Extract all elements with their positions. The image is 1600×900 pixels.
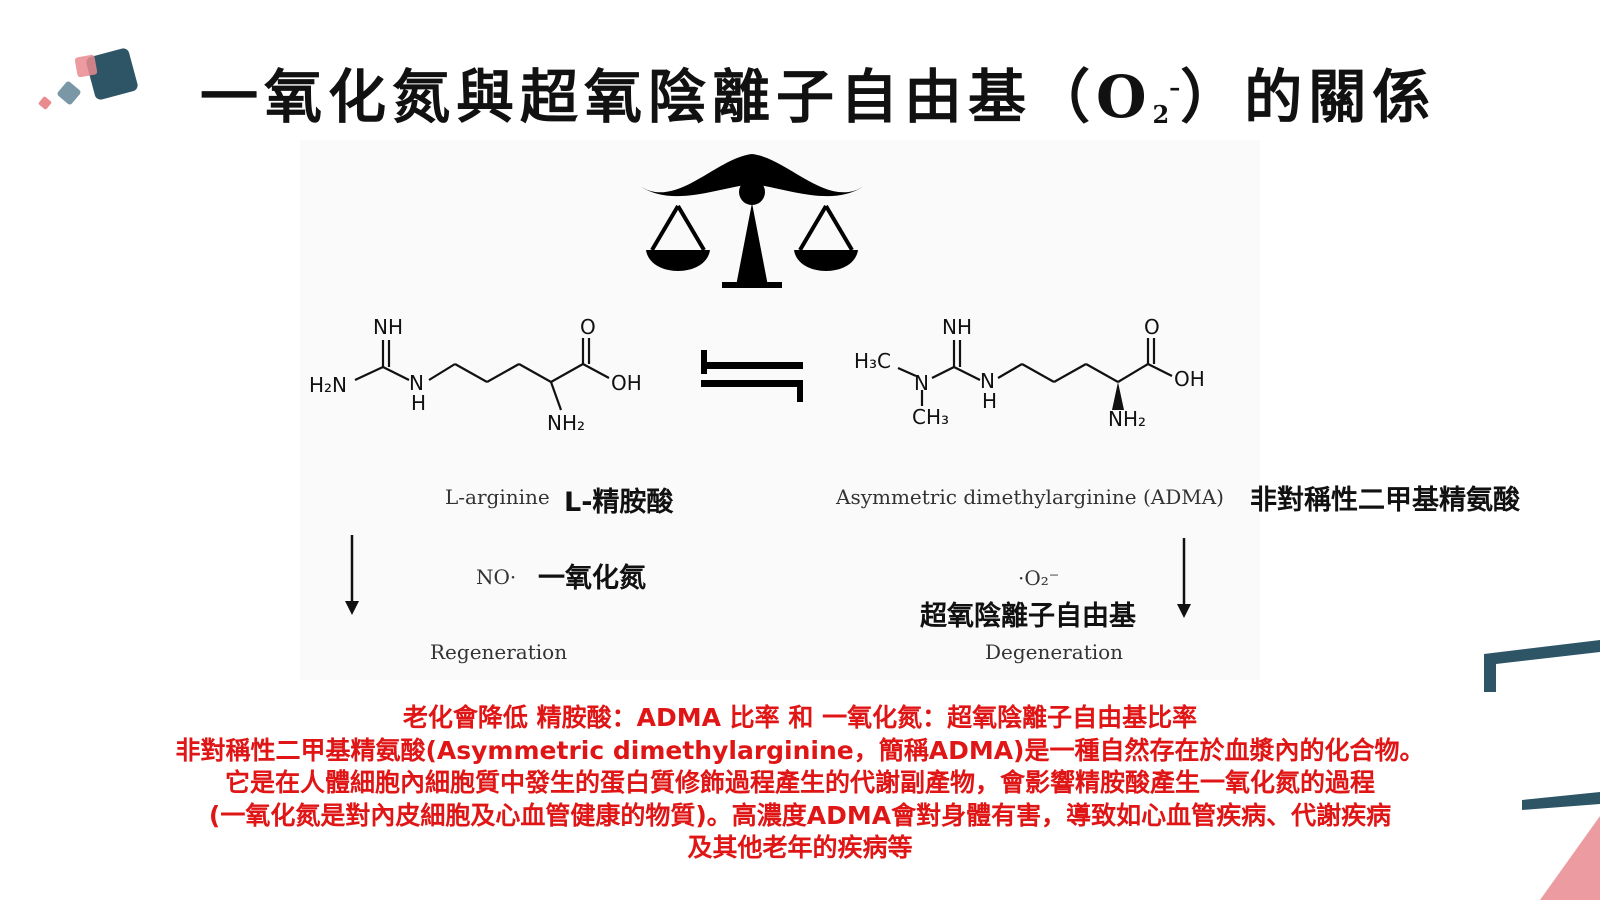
atom-nh: NH [942, 315, 972, 339]
balance-scale-icon [640, 154, 864, 288]
atom-h2n: H₂N [309, 373, 347, 397]
atom-o: O [580, 315, 596, 339]
l-arginine-chinese-label: L-精胺酸 [564, 487, 674, 518]
equilibrium-arrows-icon [701, 350, 803, 402]
no-label: NO· [476, 565, 517, 589]
atom-h: H [411, 391, 426, 415]
atom-nh2: NH₂ [547, 411, 585, 435]
footer-text-block: 老化會降低 精胺酸：ADMA 比率 和 一氧化氮：超氧陰離子自由基比率 非對稱性… [0, 702, 1600, 865]
atom-h: H [982, 389, 997, 413]
regeneration-label: Regeneration [430, 640, 568, 664]
title-subscript: 2 [1152, 100, 1170, 129]
atom-oh: OH [1174, 367, 1205, 391]
down-arrow-icon [345, 535, 359, 615]
atom-ch3: CH₃ [912, 405, 949, 429]
no-chinese-label: 一氧化氮 [538, 563, 646, 594]
atom-h3c: H₃C [854, 349, 891, 373]
l-arginine-label: L-arginine [445, 485, 550, 509]
title-superscript: – [1169, 75, 1181, 101]
atom-n-dimethyl: N [914, 371, 929, 395]
title-tail: ）的關係 [1180, 63, 1437, 131]
footer-line-2: 非對稱性二甲基精氨酸(Asymmetric dimethylarginine，簡… [175, 735, 1425, 765]
page-title: 一氧化氮與超氧陰離子自由基（O2–）的關係 [200, 50, 1436, 134]
footer-line-4: (一氧化氮是對內皮細胞及心血管健康的物質)。高濃度ADMA會對身體有害，導致如心… [208, 800, 1392, 830]
adma-chinese-label: 非對稱性二甲基精氨酸 [1250, 485, 1520, 516]
footer-line-5: 及其他老年的疾病等 [687, 833, 913, 862]
atom-nh2: NH₂ [1108, 407, 1146, 431]
title-main: 一氧化氮與超氧陰離子自由基（O [200, 63, 1153, 131]
diagram-background [300, 140, 1260, 680]
degeneration-label: Degeneration [985, 640, 1124, 664]
adma-structure: NH H₃C N CH₃ N H O OH NH₂ [854, 315, 1205, 431]
adma-label: Asymmetric dimethylarginine (ADMA) [836, 485, 1224, 509]
atom-oh: OH [611, 371, 642, 395]
atom-o: O [1144, 315, 1160, 339]
atom-nh: NH [373, 315, 403, 339]
decorative-frame-icon [1484, 640, 1600, 900]
atom-n: N [409, 371, 424, 395]
superoxide-chinese-label: 超氧陰離子自由基 [920, 601, 1136, 632]
l-arginine-structure: NH H₂N N H O OH NH₂ [309, 315, 642, 435]
atom-n: N [980, 369, 995, 393]
footer-line-1: 老化會降低 精胺酸：ADMA 比率 和 一氧化氮：超氧陰離子自由基比率 [402, 703, 1198, 732]
superoxide-label: ·O₂⁻ [1018, 566, 1060, 590]
decorative-squares-icon [38, 48, 138, 110]
down-arrow-icon [1177, 538, 1191, 618]
footer-line-3: 它是在人體細胞內細胞質中發生的蛋白質修飾過程產生的代謝副產物，會影響精胺酸產生一… [224, 768, 1375, 797]
